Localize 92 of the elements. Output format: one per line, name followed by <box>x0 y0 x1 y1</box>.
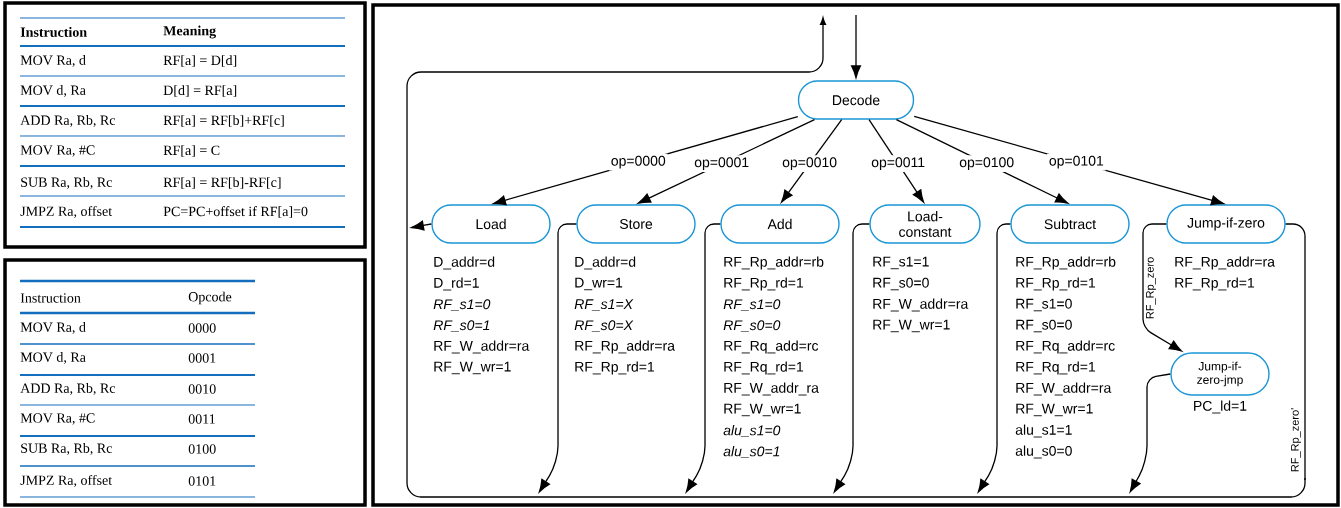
state-action: RF_W_addr=ra <box>434 340 530 354</box>
state-action: RF_W_wr=1 <box>1016 403 1093 417</box>
state-action: RF_s0=1 <box>433 320 490 332</box>
table-cell: MOV d, Ra <box>20 352 86 364</box>
table-cell: MOV Ra, d <box>20 322 86 334</box>
state-box: Store <box>576 204 696 244</box>
table-cell: ADD Ra, Rb, Rc <box>20 383 116 395</box>
edge-label: op=0101 <box>1046 153 1106 171</box>
table-cell: RF[a] = D[d] <box>163 55 237 67</box>
table-cell: D[d] = RF[a] <box>163 85 237 97</box>
state-action: RF_s1=1 <box>873 256 929 270</box>
table-cell: MOV d, Ra <box>20 85 86 97</box>
state-action: RF_s0=0 <box>723 320 781 332</box>
state-action: alu_s0=0 <box>1015 445 1072 459</box>
state-action: D_addr=d <box>575 256 636 270</box>
state-box: Add <box>720 204 840 244</box>
state-action: RF_Rp_addr=rb <box>724 256 824 270</box>
table-cell: JMPZ Ra, offset <box>20 206 113 218</box>
table-cell: RF[a] = C <box>163 145 220 157</box>
edge-label: op=0100 <box>957 155 1017 173</box>
table-header: Instruction <box>20 27 87 37</box>
state-action: RF_Rq_rd=1 <box>724 361 804 375</box>
arrow <box>833 223 870 493</box>
table-cell: 0011 <box>188 414 215 424</box>
state-action: RF_W_addr=ra <box>873 298 969 312</box>
table-header: Meaning <box>163 25 216 39</box>
state-action: RF_s1=0 <box>1016 298 1072 312</box>
state-action: RF_W_addr_ra <box>724 382 819 396</box>
table-cell: SUB Ra, Rb, Rc <box>21 177 112 189</box>
edge-label: RF_Rp_zero' <box>1290 406 1302 474</box>
state-action: alu_s0=1 <box>723 446 780 458</box>
state-action: D_addr=d <box>434 256 495 270</box>
state-action: RF_Rp_addr=ra <box>575 340 675 354</box>
state-box: Subtract <box>1010 204 1130 244</box>
edge-label: op=0001 <box>692 155 752 173</box>
state-action: RF_Rp_addr=ra <box>1175 256 1275 270</box>
state-action: D_rd=1 <box>434 277 479 291</box>
table-cell: MOV Ra, #C <box>20 145 95 157</box>
table-cell: 0100 <box>188 444 216 454</box>
table-cell: MOV Ra, #C <box>20 413 95 425</box>
state-action: RF_Rp_rd=1 <box>1016 277 1096 291</box>
state-action: RF_s0=0 <box>873 277 929 291</box>
state-action: PC_ld=1 <box>1194 400 1247 414</box>
state-action: RF_s0=X <box>574 320 634 332</box>
table-cell: ADD Ra, Rb, Rc <box>20 115 116 127</box>
table-header: Opcode <box>188 291 232 305</box>
state-action: RF_s1=X <box>574 299 634 311</box>
state-action: RF_W_wr=1 <box>434 361 511 375</box>
state-box: Jump-if-zero <box>1166 204 1286 244</box>
state-action: RF_Rp_addr=rb <box>1016 256 1116 270</box>
state-action: RF_Rq_add=rc <box>724 340 819 354</box>
arrow <box>538 223 577 493</box>
state-box: Decode <box>797 80 915 120</box>
table-cell: 0010 <box>188 384 216 394</box>
state-action: RF_s0=0 <box>1016 319 1072 333</box>
state-action: alu_s1=0 <box>723 425 781 437</box>
state-action: D_wr=1 <box>575 277 623 291</box>
state-action: RF_W_addr=ra <box>1016 382 1112 396</box>
arrow <box>851 14 862 79</box>
arrow <box>1129 373 1171 493</box>
table-cell: 0001 <box>188 353 216 363</box>
edge-label: op=0010 <box>780 155 840 173</box>
state-action: RF_s1=0 <box>723 299 781 311</box>
state-action: RF_Rp_rd=1 <box>575 361 655 375</box>
state-action: RF_Rq_rd=1 <box>1016 361 1096 375</box>
arrow <box>411 220 432 231</box>
table-header: Instruction <box>20 293 81 303</box>
arrow <box>868 119 925 203</box>
table-cell: 0000 <box>188 323 216 333</box>
table-cell: MOV Ra, d <box>20 55 86 67</box>
state-action: RF_W_wr=1 <box>724 403 801 417</box>
arrow <box>780 119 843 203</box>
state-box: Load-constant <box>869 204 981 244</box>
state-action: RF_Rp_rd=1 <box>724 277 804 291</box>
edge-label: op=0000 <box>608 153 668 171</box>
state-action: RF_s1=0 <box>433 299 491 311</box>
state-action: alu_s1=1 <box>1015 424 1072 438</box>
table-cell: PC=PC+offset if RF[a]=0 <box>163 206 308 218</box>
edge-label: RF_Rp_zero <box>1145 255 1157 321</box>
state-action: RF_Rp_rd=1 <box>1175 277 1255 291</box>
arrow <box>1142 223 1182 352</box>
table-cell: JMPZ Ra, offset <box>20 475 113 487</box>
arrow <box>977 223 1011 493</box>
table-cell: RF[a] = RF[b]+RF[c] <box>163 115 284 127</box>
state-action: RF_W_wr=1 <box>873 319 950 333</box>
state-box: Jump-if-zero-jmp <box>1170 352 1270 396</box>
table-cell: 0101 <box>188 476 216 486</box>
table-cell: SUB Ra, Rb, Rc <box>21 443 112 455</box>
table-cell: RF[a] = RF[b]-RF[c] <box>163 177 281 189</box>
edge-label: op=0011 <box>869 155 928 173</box>
state-action: RF_Rq_addr=rc <box>1016 340 1115 354</box>
state-box: Load <box>431 204 551 244</box>
